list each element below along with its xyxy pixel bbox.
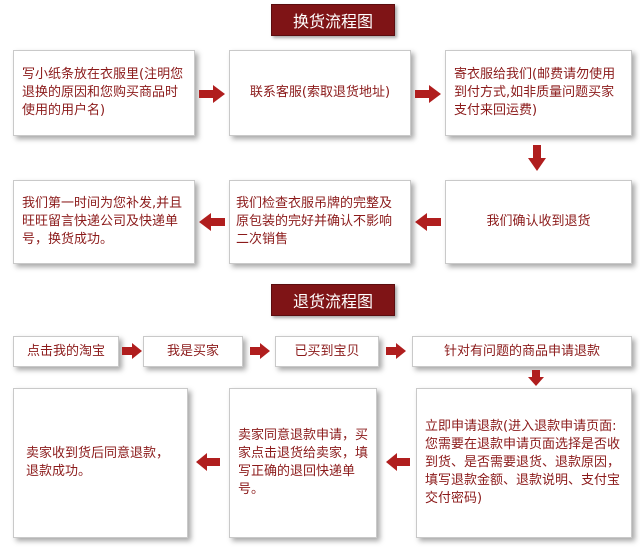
- exchange-step-2: 联系客服(索取退货地址): [229, 50, 411, 136]
- return-step-7-text: 卖家收到货后同意退款，退款成功。: [26, 446, 170, 479]
- return-step-5: 立即申请退款(进入退款申请页面:您需要在退款申请页面选择是否收到货、是否需要退货…: [416, 388, 632, 538]
- return-step-6: 卖家同意退款申请，买家点击退货给卖家，填写正确的退回快递单号。: [229, 388, 377, 538]
- left-arrow-icon: [196, 453, 220, 471]
- down-arrow-icon: [528, 370, 544, 386]
- right-arrow-icon: [199, 85, 225, 103]
- exchange-step-1-text: 写小纸条放在衣服里(注明您退换的原因和您购买商品时使用的用户名): [22, 67, 184, 118]
- return-step-1: 点击我的淘宝: [13, 336, 119, 367]
- left-arrow-icon: [199, 213, 225, 231]
- return-step-3-text: 已买到宝贝: [294, 343, 360, 359]
- return-step-1-text: 点击我的淘宝: [26, 343, 105, 359]
- right-arrow-icon: [122, 343, 142, 359]
- return-step-4-text: 针对有问题的商品申请退款: [443, 343, 600, 359]
- return-step-2: 我是买家: [143, 336, 243, 367]
- left-arrow-icon: [386, 453, 410, 471]
- return-step-3: 已买到宝贝: [275, 336, 379, 367]
- exchange-step-3-text: 寄衣服给我们(邮费请勿使用到付方式,如非质量问题买家支付来回运费): [454, 67, 616, 118]
- return-step-7: 卖家收到货后同意退款，退款成功。: [13, 388, 188, 538]
- exchange-step-3: 寄衣服给我们(邮费请勿使用到付方式,如非质量问题买家支付来回运费): [445, 50, 632, 136]
- return-step-4: 针对有问题的商品申请退款: [412, 336, 632, 367]
- exchange-step-5: 我们检查衣服吊牌的完整及原包装的完好并确认不影响二次销售: [229, 180, 411, 264]
- exchange-step-4-text: 我们确认收到退货: [486, 214, 591, 229]
- right-arrow-icon: [250, 343, 270, 359]
- exchange-step-4: 我们确认收到退货: [445, 180, 632, 264]
- exchange-flow-title-text: 换货流程图: [292, 12, 373, 31]
- return-step-5-text: 立即申请退款(进入退款申请页面:您需要在退款申请页面选择是否收到货、是否需要退货…: [425, 419, 621, 506]
- return-flow-title-text: 退货流程图: [292, 292, 373, 311]
- return-step-6-text: 卖家同意退款申请，买家点击退货给卖家，填写正确的退回快递单号。: [238, 428, 369, 497]
- exchange-step-2-text: 联系客服(索取退货地址): [249, 85, 391, 100]
- exchange-step-1: 写小纸条放在衣服里(注明您退换的原因和您购买商品时使用的用户名): [13, 50, 195, 136]
- return-flow-title: 退货流程图: [271, 284, 395, 316]
- return-step-2-text: 我是买家: [166, 343, 219, 359]
- exchange-step-5-text: 我们检查衣服吊牌的完整及原包装的完好并确认不影响二次销售: [236, 196, 393, 247]
- exchange-step-6: 我们第一时间为您补发,并且旺旺留言快递公司及快递单号，换货成功。: [13, 180, 195, 264]
- right-arrow-icon: [386, 343, 406, 359]
- exchange-step-6-text: 我们第一时间为您补发,并且旺旺留言快递公司及快递单号，换货成功。: [22, 196, 183, 247]
- down-arrow-icon: [528, 145, 546, 171]
- right-arrow-icon: [415, 85, 441, 103]
- left-arrow-icon: [415, 213, 441, 231]
- exchange-flow-title: 换货流程图: [271, 4, 395, 36]
